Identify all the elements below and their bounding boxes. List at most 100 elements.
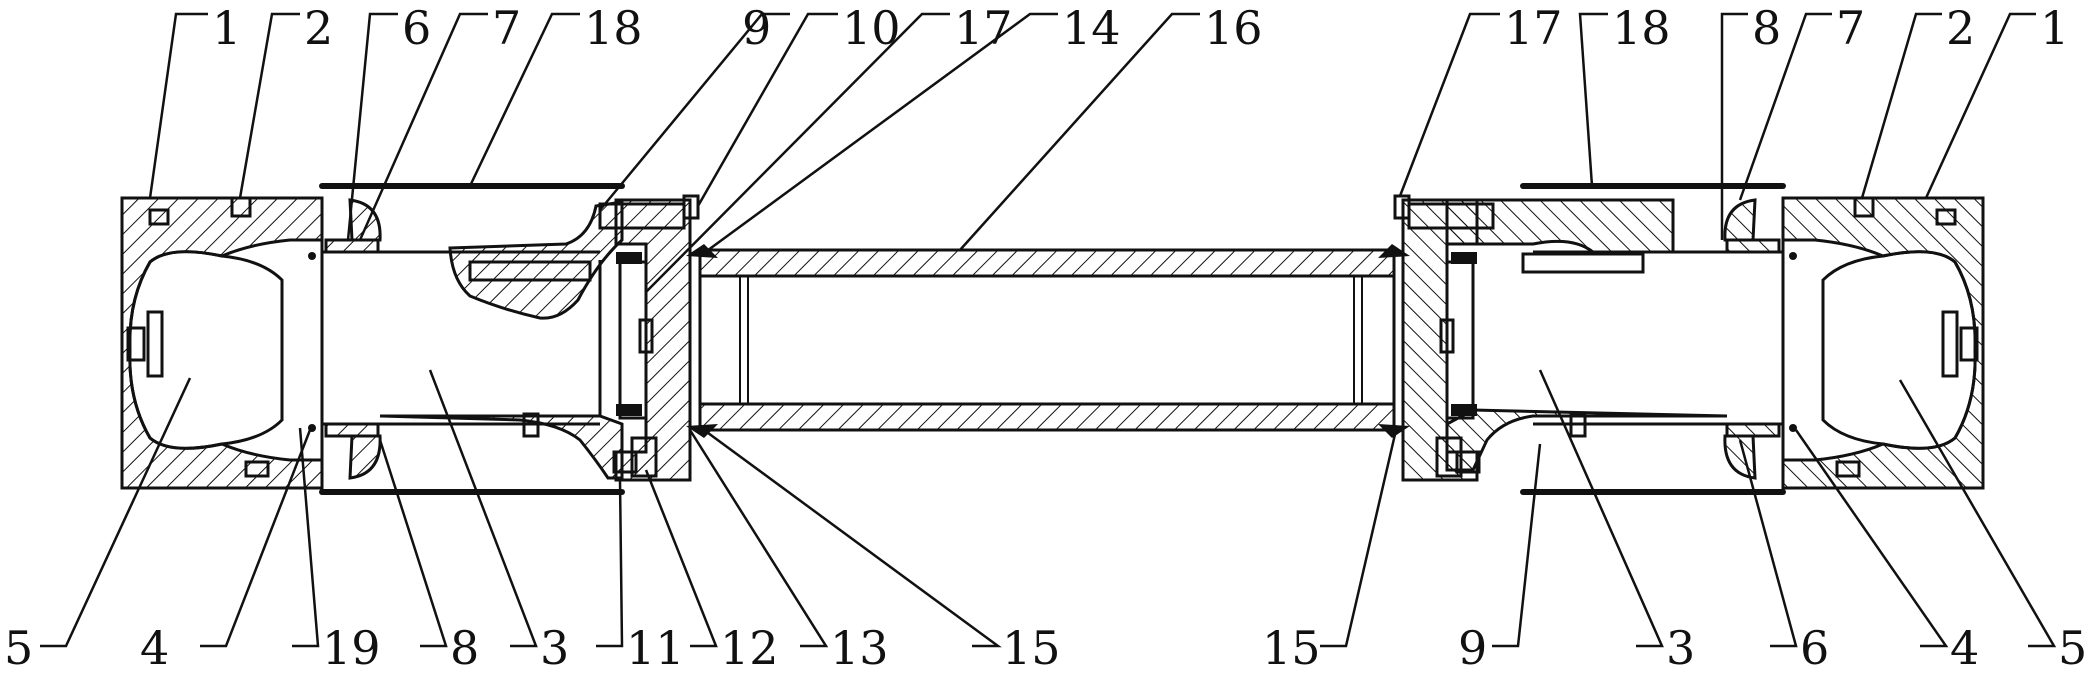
left-seal-block-lower	[616, 404, 642, 416]
left-inner-cover	[618, 260, 648, 420]
callout-label: 17	[1504, 1, 1563, 55]
callout-label: 4	[1950, 621, 1979, 675]
right-inner-cover-tab	[1439, 318, 1455, 354]
callout-label: 15	[1002, 621, 1061, 675]
callout-label: 2	[304, 1, 333, 55]
leader-bl-5	[40, 377, 192, 648]
leader-bl-8	[378, 439, 448, 648]
leader-tl-16	[959, 12, 1200, 251]
right-lower-key	[1569, 412, 1587, 438]
right-bottom-notch	[1835, 460, 1861, 478]
leader-br-6	[1738, 439, 1798, 648]
left-flange-bolt-cap	[682, 194, 700, 220]
weld-bottom-left	[686, 424, 718, 438]
callout-label: 3	[1666, 621, 1695, 675]
right-seal-block-upper	[1451, 252, 1477, 264]
callout-label: 7	[1836, 1, 1865, 55]
leader-tl-18	[468, 12, 580, 187]
callout-label: 11	[626, 621, 685, 675]
callout-label: 10	[842, 1, 901, 55]
callout-label: 8	[450, 621, 479, 675]
leader-bl-4	[200, 429, 312, 648]
callout-label: 9	[1458, 621, 1487, 675]
callout-label: 8	[1752, 1, 1781, 55]
left-seal-block-upper	[616, 252, 642, 264]
left-seal-upper	[324, 238, 380, 254]
left-spherical-cavity	[128, 250, 284, 450]
leader-br-15	[1320, 429, 1398, 648]
leader-tl-7	[358, 12, 488, 241]
weld-top-left	[686, 244, 718, 258]
left-housing-pin	[126, 326, 146, 362]
right-oring-upper	[1789, 252, 1797, 260]
leader-tr-8	[1720, 12, 1748, 240]
callout-label: 14	[1062, 1, 1121, 55]
tube-top-wall	[698, 248, 1396, 278]
left-shaft	[320, 252, 602, 424]
callout-label: 16	[1204, 1, 1263, 55]
callout-label: 3	[540, 621, 569, 675]
right-fork-lug	[1445, 198, 1675, 254]
right-seal-upper	[1725, 238, 1781, 254]
callout-label: 19	[322, 621, 381, 675]
leader-lines	[40, 12, 2057, 648]
left-fork-lug	[448, 200, 624, 320]
left-seal-lower	[324, 422, 380, 438]
right-seal-upper-lip	[1723, 198, 1757, 242]
callout-label: 6	[402, 1, 431, 55]
leader-br-5	[1898, 379, 2057, 648]
leader-bl-13	[688, 429, 829, 648]
right-top-bolt	[1853, 196, 1875, 218]
left-joint-assembly	[120, 183, 700, 495]
left-seal-lower-lip	[348, 434, 382, 480]
callout-label: 5	[4, 621, 33, 675]
right-bottom-block-2	[1455, 450, 1481, 474]
leader-bl-15	[703, 428, 1002, 648]
leader-br-9	[1492, 443, 1542, 648]
callout-label: 2	[1946, 1, 1975, 55]
left-housing-slot	[146, 310, 164, 378]
right-seal-lower	[1725, 422, 1781, 438]
leader-tr-1	[1924, 12, 2036, 199]
right-top-notch	[1935, 208, 1957, 226]
callout-label: 15	[1262, 621, 1321, 675]
right-shaft-key	[1521, 252, 1645, 274]
center-tube	[686, 244, 1410, 438]
leader-bl-12	[644, 469, 718, 648]
leader-tr-18	[1578, 12, 1608, 187]
left-top-notch	[148, 208, 170, 226]
callout-label: 4	[140, 621, 169, 675]
left-shaft-key	[468, 260, 592, 282]
callout-label: 17	[954, 1, 1013, 55]
leader-tr-7	[1738, 12, 1832, 201]
callout-label: 18	[1612, 1, 1671, 55]
leader-bl-19	[292, 427, 320, 648]
leader-tl-1	[148, 12, 208, 199]
callout-label: 9	[742, 1, 771, 55]
left-bottom-notch	[244, 460, 270, 478]
leader-bl-11	[596, 479, 624, 648]
leader-tl-2	[238, 12, 300, 199]
callout-label: 1	[2040, 1, 2069, 55]
leader-br-4	[1794, 429, 1949, 648]
callout-label: 18	[584, 1, 643, 55]
left-bottom-block-2	[612, 450, 638, 474]
right-housing-pin	[1959, 326, 1979, 362]
right-flange-bolt-cap	[1393, 194, 1411, 220]
leader-tl-6	[346, 12, 398, 241]
callout-label: 6	[1800, 621, 1829, 675]
right-joint-assembly	[1393, 183, 1985, 495]
leader-br-3	[1538, 369, 1664, 648]
callout-label: 13	[830, 621, 889, 675]
right-inner-cover	[1445, 260, 1475, 420]
callout-label: 1	[212, 1, 241, 55]
callout-label: 7	[492, 1, 521, 55]
leader-tr-2	[1860, 12, 1942, 199]
right-oring-lower	[1789, 424, 1797, 432]
leader-bl-3	[428, 369, 538, 648]
right-spherical-cavity	[1821, 250, 1977, 450]
right-seal-block-lower	[1451, 404, 1477, 416]
right-housing-slot	[1941, 310, 1959, 378]
left-oring-upper	[308, 252, 316, 260]
